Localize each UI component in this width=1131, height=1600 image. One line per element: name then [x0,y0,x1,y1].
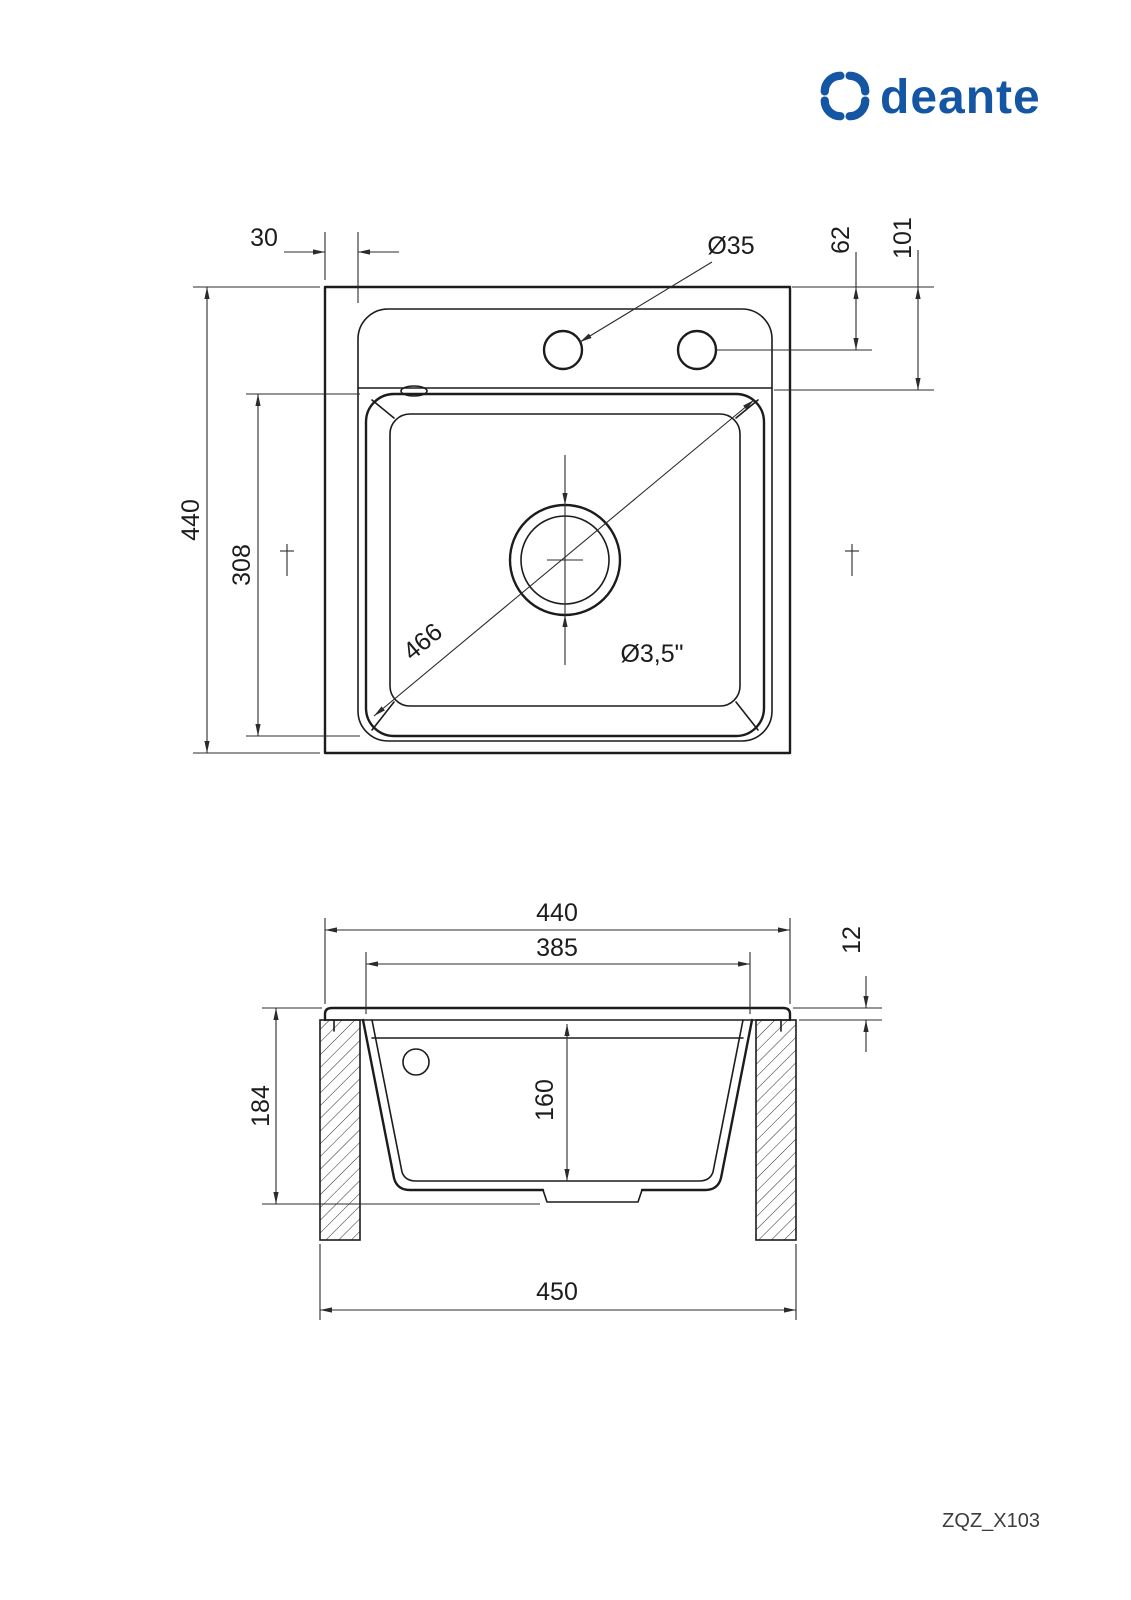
dim-label-440-front: 440 [536,899,578,927]
dim-label-30: 30 [250,224,278,252]
sink-outer-edge [323,285,792,755]
dim-label-450: 450 [536,1278,578,1306]
dim-rim-12: 12 [793,926,882,1052]
dim-label-drain: Ø3,5" [620,640,683,668]
logo-petal-icon [845,71,870,96]
top-view: 30 Ø35 62 101 440 [177,217,934,755]
logo-wordmark: deante [880,71,1041,124]
dim-label-62: 62 [827,226,855,254]
dim-overall-440: 440 [177,286,320,754]
dim-hole-offset-62: 62 [716,226,934,351]
drain-centerline [547,455,583,665]
logo-petal-icon [820,71,845,96]
faucet-hole-left [542,329,584,371]
dim-depth-160: 160 [531,1024,570,1181]
dim-top-offset-30: 30 [250,224,399,303]
dim-label-12: 12 [838,926,866,954]
dim-label-385: 385 [536,934,578,962]
dim-cabinet-450: 450 [319,1244,797,1320]
deante-logo-icon [820,71,870,121]
faucet-hole-right [676,329,718,371]
dim-basin-308: 308 [228,393,360,737]
logo-petal-icon [820,96,845,121]
dim-faucet-hole-diameter: Ø35 [579,232,755,343]
overflow-hole [402,1048,430,1076]
drain-fitting [542,1189,643,1203]
front-view: 440 385 12 184 160 [247,899,882,1320]
counter-section-right [755,1019,797,1241]
center-tick-left [280,544,294,576]
dim-label-184: 184 [247,1085,275,1127]
dim-label-101: 101 [889,217,917,259]
sink-rim [357,308,773,742]
dim-inner-385: 385 [365,934,751,1014]
dim-width-440: 440 [324,899,791,1004]
dim-height-184: 184 [247,1007,540,1205]
dim-label-466: 466 [398,618,448,666]
center-tick-right [845,544,859,576]
dim-label-160: 160 [531,1079,559,1121]
overflow-slot [400,385,428,397]
dim-deck-depth-101: 101 [774,217,934,391]
dim-label-308: 308 [228,544,256,586]
counter-section-left [319,1019,361,1241]
dim-label-d35: Ø35 [707,232,754,260]
basin-outer-wall [361,1018,754,1192]
logo-petal-icon [845,96,870,121]
deante-logo: deante [820,71,1041,124]
dim-label-440-top: 440 [177,499,205,541]
dim-diagonal-466: 466 [373,399,755,717]
basin-opening [364,392,766,738]
basin-inner-wall [371,1019,744,1182]
sink-flange-top [323,1006,792,1022]
model-code: ZQZ_X103 [942,1510,1040,1532]
